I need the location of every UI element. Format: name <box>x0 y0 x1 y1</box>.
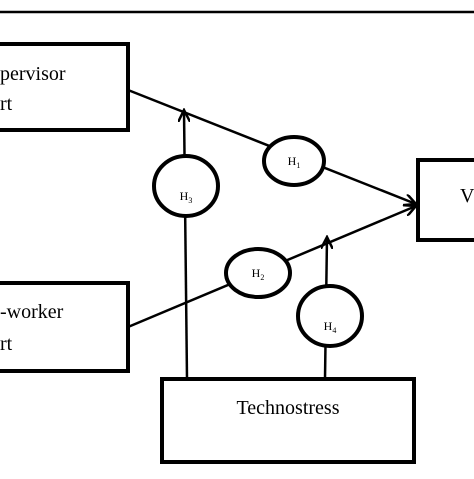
technostress-box: Technostress <box>160 377 416 464</box>
h1-label: H <box>288 154 297 168</box>
svg-text:H1: H1 <box>288 154 301 170</box>
coworker-box-line2: rt <box>0 333 13 355</box>
coworker-support-box: -worker rt <box>0 281 130 373</box>
svg-text:H2: H2 <box>252 266 265 282</box>
h3-subscript: 3 <box>188 196 192 205</box>
technostress-box-label: Technostress <box>236 397 339 419</box>
svg-text:H4: H4 <box>324 319 337 335</box>
h1-subscript: 1 <box>296 161 300 170</box>
coworker-box-line1: -worker <box>0 301 64 323</box>
supervisor-support-box: pervisor rt <box>0 42 130 132</box>
h2-label: H <box>252 266 261 280</box>
hypothesis-h3: H3 <box>152 154 220 218</box>
h3-label: H <box>180 189 189 203</box>
outcome-box: V <box>416 158 474 242</box>
h4-subscript: 4 <box>332 326 336 335</box>
hypothesis-h4: H4 <box>296 284 364 348</box>
h2-subscript: 2 <box>260 273 264 282</box>
supervisor-box-line1: pervisor <box>0 63 66 85</box>
supervisor-box-line2: rt <box>0 93 13 115</box>
outcome-box-label: V <box>460 185 474 207</box>
hypothesis-h2: H2 <box>224 247 292 299</box>
hypothesis-h1: H1 <box>262 135 326 187</box>
h4-label: H <box>324 319 333 333</box>
technostress-moderation-h3-arrow <box>184 110 187 380</box>
svg-text:H3: H3 <box>180 189 193 205</box>
